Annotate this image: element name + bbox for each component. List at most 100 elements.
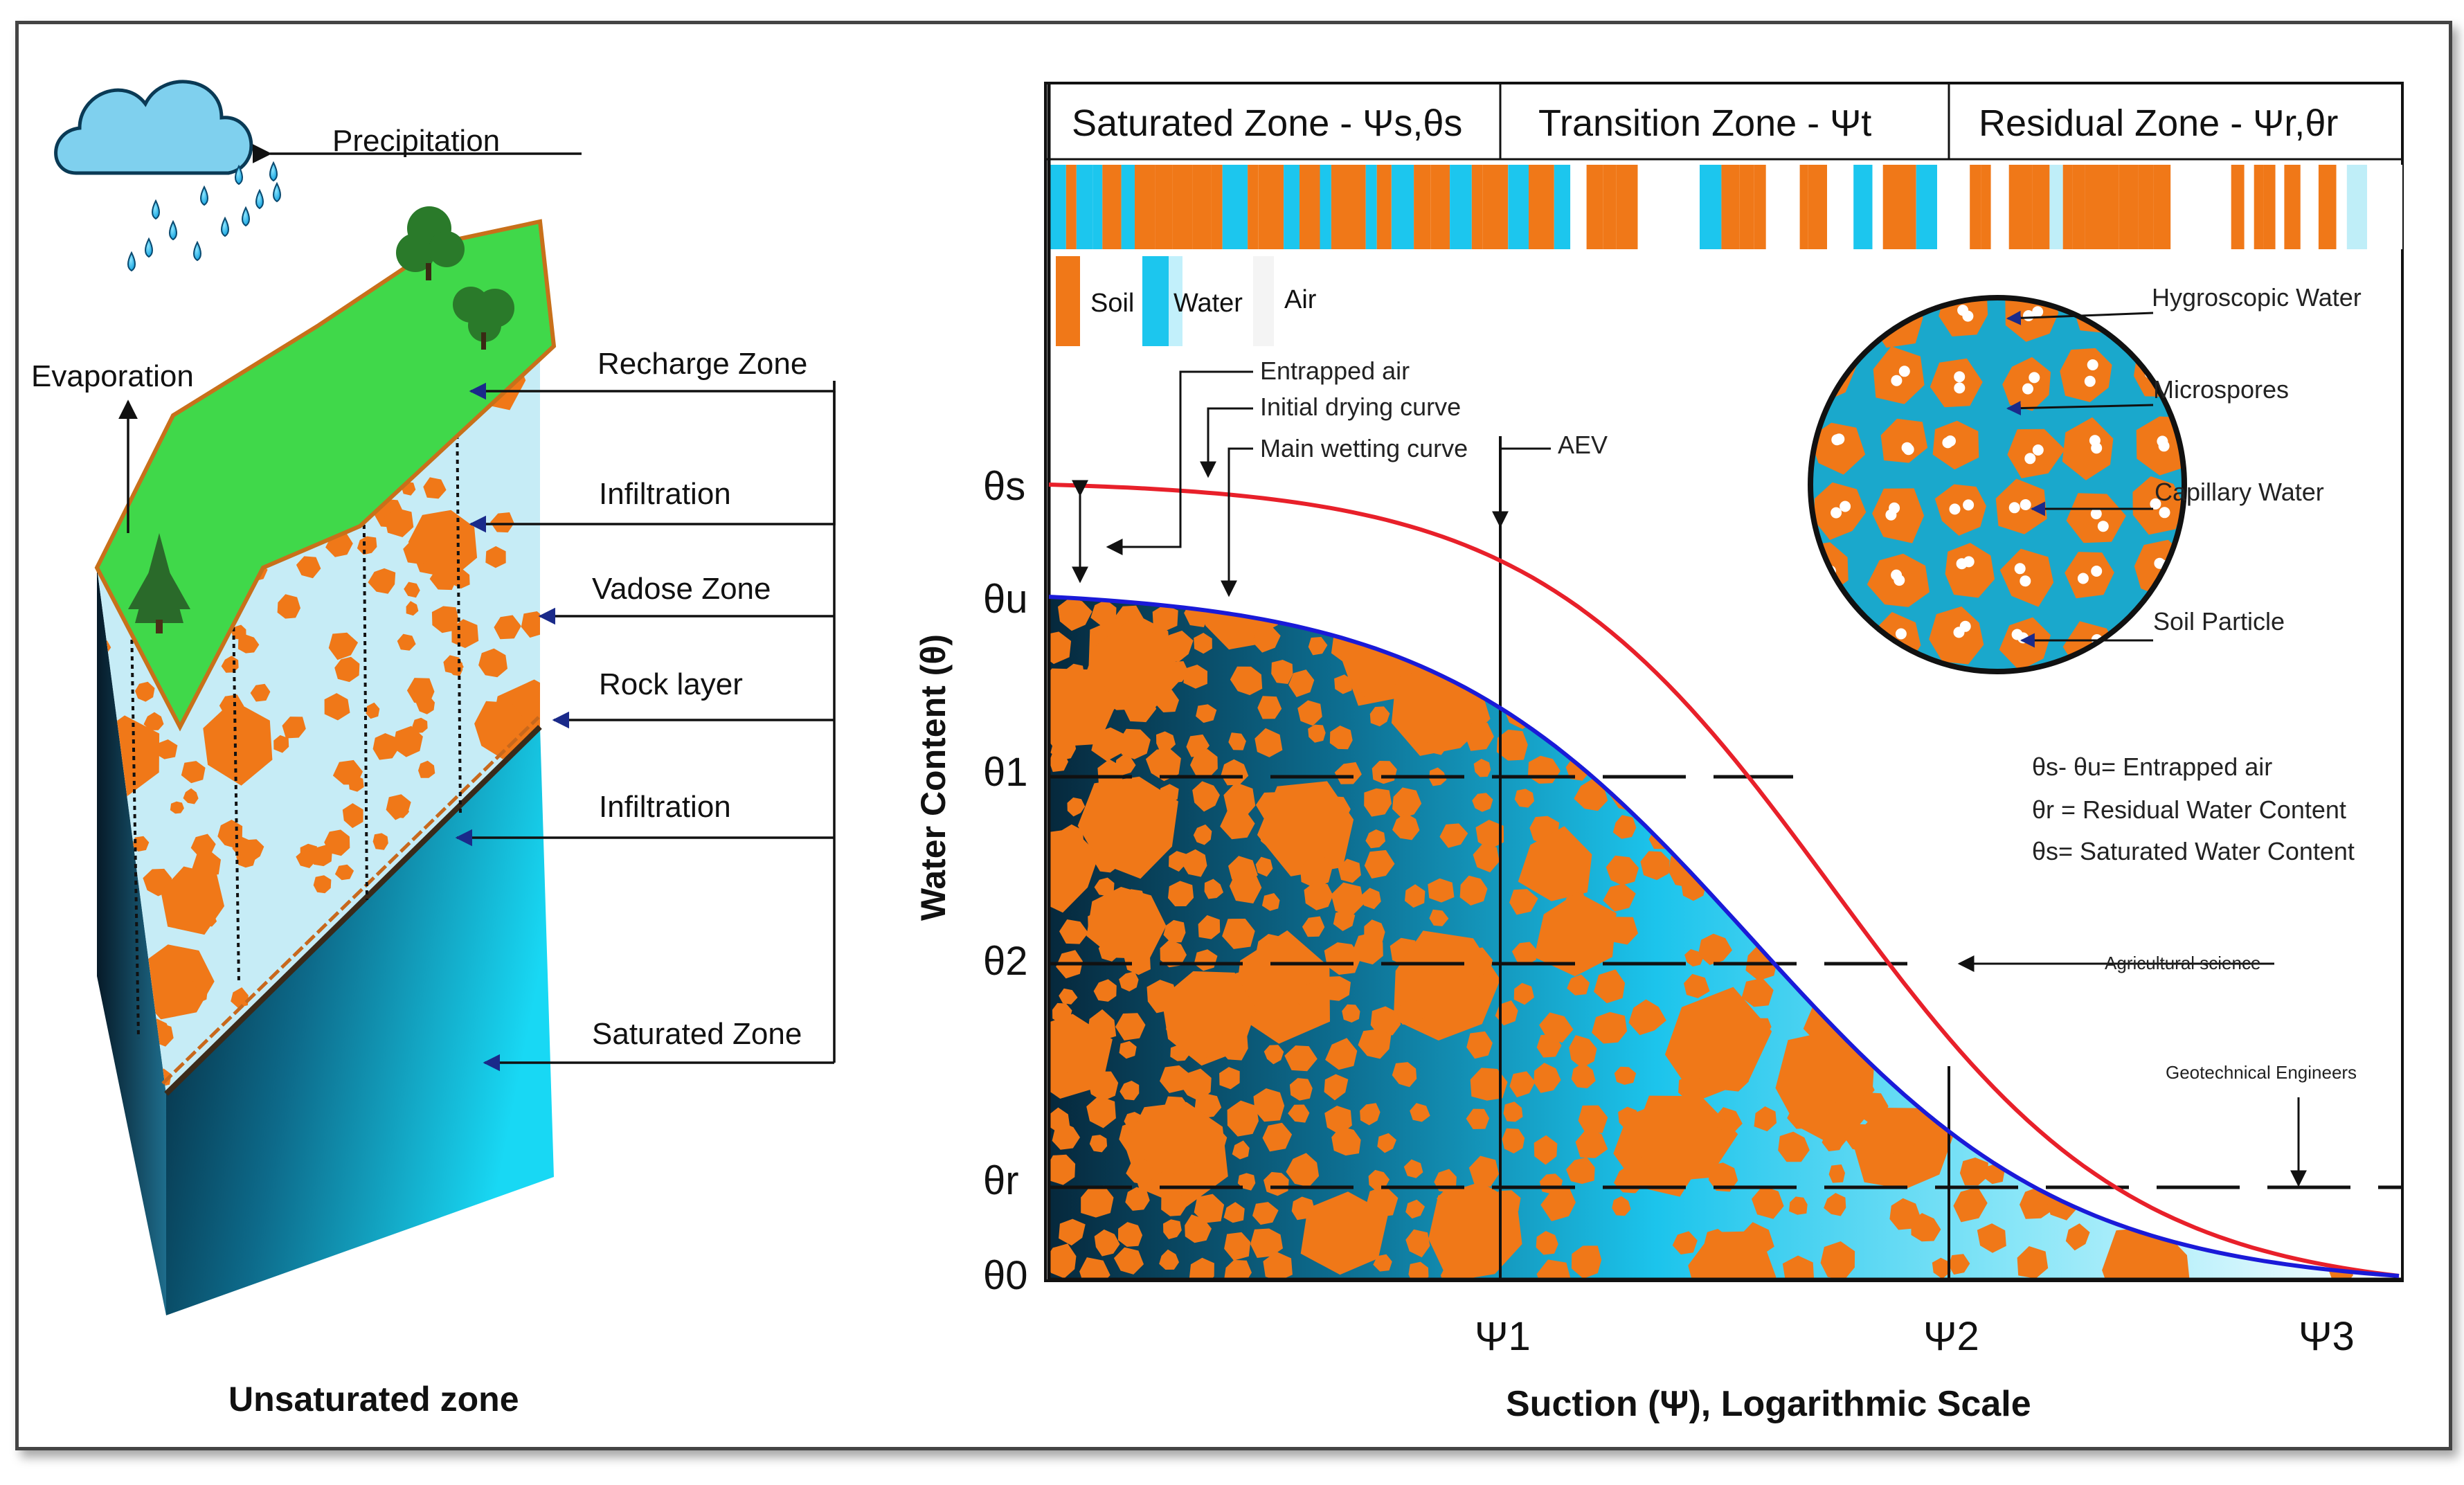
soil-particle: [273, 735, 289, 753]
soil-particle: [1094, 877, 1115, 897]
soil-particle: [1536, 1259, 1571, 1279]
micropore: [2020, 499, 2031, 510]
soil-particle: [1459, 875, 1488, 906]
micropore: [1949, 503, 1961, 515]
soil-particle: [1916, 1031, 1944, 1061]
soil-particle: [1257, 696, 1282, 719]
soil-particle: [1357, 670, 1387, 701]
soil-particle: [2373, 1043, 2395, 1064]
soil-particle: [1185, 1214, 1212, 1243]
soil-particle: [1308, 724, 1326, 743]
hygroscopic-label: Hygroscopic Water: [2152, 283, 2362, 312]
soil-particle: [1782, 1255, 1815, 1279]
soil-particle: [1993, 980, 2011, 999]
soil-particle: [1647, 598, 1677, 628]
soil-particle: [324, 693, 350, 721]
soil-particle: [1612, 1196, 1631, 1216]
soil-particle: [1921, 938, 1944, 960]
soil-particle: [332, 759, 363, 785]
soil-particle: [143, 712, 164, 730]
soil-particle: [1575, 1128, 1608, 1158]
soil-particle: [1435, 599, 1462, 621]
soil-particle: [1734, 780, 1765, 816]
micropore: [2087, 359, 2098, 370]
soil-particle: [2171, 874, 2197, 905]
soil-particle: [1288, 669, 1315, 697]
soil-particle: [1569, 1035, 1597, 1068]
tree-icon: [128, 533, 190, 633]
soil-particle: [1190, 749, 1218, 777]
soil-particle: [135, 681, 155, 702]
soil-particle: [296, 556, 321, 579]
soil-particle: [1183, 665, 1207, 689]
soil-particle: [1500, 1233, 1520, 1252]
soil-particle: [2124, 1069, 2143, 1088]
soil-particle: [1511, 942, 1537, 965]
legend-soil-label: Soil: [1090, 289, 1134, 318]
soil-particle: [1081, 1185, 1114, 1218]
micropore: [2032, 444, 2044, 456]
soil-particle: [1145, 748, 1181, 782]
saturated-zone-face: [166, 727, 554, 1315]
micropore: [2084, 375, 2096, 387]
soil-particle: [1709, 752, 1728, 771]
x-tick-psi-2: Ψ2: [1923, 1314, 1979, 1359]
bar-stripe: [1916, 165, 1938, 249]
soil-particle: [1300, 855, 1333, 888]
soil-particle: [393, 726, 423, 757]
soil-particle: [1912, 1139, 1939, 1166]
legend-water-label: Water: [1173, 289, 1243, 318]
soil-particle: [1364, 849, 1395, 879]
bar-stripe: [2210, 165, 2231, 249]
soil-particle: [1263, 1251, 1293, 1279]
soil-particle: [521, 611, 540, 638]
soil-particle: [282, 717, 306, 739]
soil-particle: [1405, 1199, 1426, 1219]
curve-leaders: [1072, 370, 2307, 1187]
soil-particle: [494, 615, 521, 640]
soil-particle: [1536, 1034, 1562, 1058]
micropore: [1963, 499, 1975, 511]
micropore: [2090, 508, 2102, 520]
x-tick-psi-1: Ψ1: [1475, 1314, 1531, 1359]
soil-particle: [1081, 620, 1183, 710]
soil-particle: [1221, 759, 1249, 786]
soil-particle: [1688, 1231, 1777, 1279]
soil-particle: [250, 683, 271, 702]
soil-particle: [1841, 937, 1869, 964]
cloud-icon: [54, 80, 253, 175]
soil-particle: [1932, 1257, 1951, 1279]
soil-grain: [2065, 552, 2114, 599]
soil-particle: [1338, 858, 1361, 883]
soil-particle: [2370, 624, 2399, 658]
soil-particle: [1574, 778, 1608, 811]
soil-particle: [154, 739, 178, 759]
infiltration-bottom-label: Infiltration: [599, 790, 731, 824]
y-tick-theta-1: θ1: [983, 750, 1028, 795]
soil-grain: [1810, 422, 1866, 475]
soil-particle: [1465, 723, 1494, 751]
soil-particle: [1473, 844, 1500, 873]
soil-particle: [1194, 1194, 1225, 1223]
bar-stripe: [2008, 165, 2033, 249]
x-tick-psi-3: Ψ3: [2299, 1314, 2355, 1359]
soil-particle: [1170, 1045, 1190, 1061]
bar-stripe: [2346, 165, 2367, 249]
soil-particle: [2235, 1034, 2260, 1061]
soil-grain: [1930, 358, 1983, 408]
soil-particle: [1086, 1095, 1116, 1128]
soil-particle: [1674, 757, 1706, 792]
bar-stripe: [2254, 165, 2264, 249]
soil-particle: [1752, 1185, 1784, 1219]
soil-particle: [490, 512, 514, 533]
soil-particle: [2228, 1167, 2247, 1185]
bar-stripe: [2318, 165, 2337, 249]
evaporation-label: Evaporation: [31, 359, 194, 393]
soil-particle: [1918, 809, 2014, 908]
soil-particle: [1091, 727, 1126, 762]
grass-surface: [94, 219, 557, 732]
soil-particle: [474, 701, 526, 759]
soil-particle: [1049, 1154, 1076, 1185]
soil-particle: [1610, 665, 1636, 693]
soil-particle: [1723, 826, 1741, 843]
